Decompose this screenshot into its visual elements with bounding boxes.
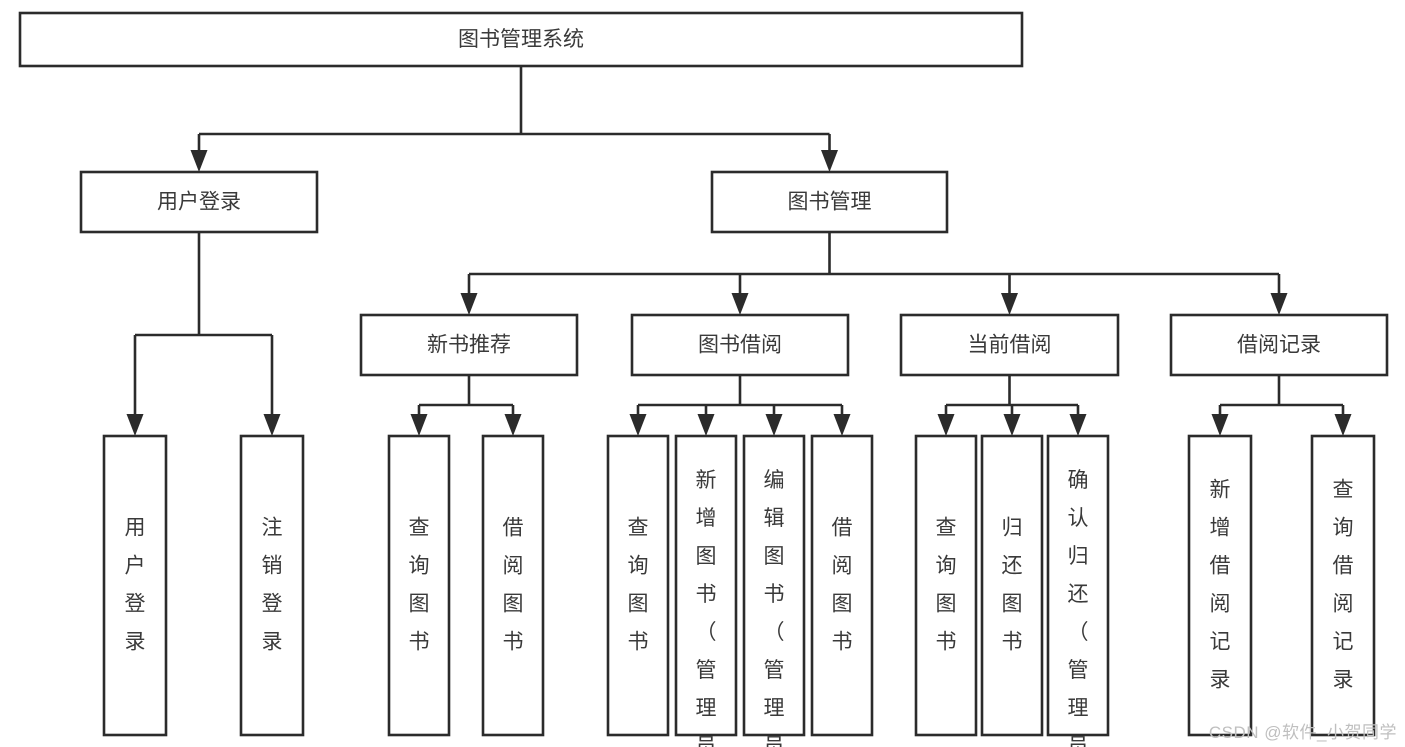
connector-group xyxy=(190,66,838,172)
node-box[interactable] xyxy=(18,11,1024,68)
node-label: 确认归还（管理员） xyxy=(1068,469,1089,747)
node-label: 用户登录 xyxy=(157,191,241,214)
diagram-node-current-borrow[interactable]: 当前借阅 xyxy=(899,313,1120,377)
diagram-node-leaf-borrow-book-2[interactable]: 借阅图书 xyxy=(810,434,874,737)
node-box[interactable] xyxy=(102,434,168,737)
diagram-node-leaf-confirm-return[interactable]: 确认归还（管理员） xyxy=(1046,434,1110,747)
connector-layer xyxy=(126,66,1352,436)
node-label: 新书推荐 xyxy=(427,334,511,357)
node-box[interactable] xyxy=(742,434,806,737)
node-box[interactable] xyxy=(239,434,305,737)
arrow-head-icon xyxy=(821,150,838,172)
node-label: 新增借阅记录 xyxy=(1210,478,1231,691)
node-label: 归还图书 xyxy=(1002,516,1023,653)
diagram-node-leaf-return-book[interactable]: 归还图书 xyxy=(980,434,1044,737)
node-box[interactable] xyxy=(606,434,670,737)
arrow-head-icon xyxy=(504,414,522,436)
arrow-head-icon xyxy=(1211,414,1229,436)
arrow-head-icon xyxy=(833,414,851,436)
node-box[interactable] xyxy=(630,313,850,377)
diagram-node-book-borrow[interactable]: 图书借阅 xyxy=(630,313,850,377)
diagram-node-new-book-recommend[interactable]: 新书推荐 xyxy=(359,313,579,377)
connector-group xyxy=(410,375,522,436)
node-label: 用户登录 xyxy=(125,516,146,653)
node-label: 注销登录 xyxy=(262,516,283,653)
node-label: 查询图书 xyxy=(409,516,430,653)
node-label: 查询借阅记录 xyxy=(1333,478,1354,691)
node-box[interactable] xyxy=(1169,313,1389,377)
node-box[interactable] xyxy=(359,313,579,377)
node-box[interactable] xyxy=(1310,434,1376,737)
node-box[interactable] xyxy=(1046,434,1110,737)
node-box[interactable] xyxy=(1187,434,1253,737)
arrow-head-icon xyxy=(1003,414,1021,436)
node-box[interactable] xyxy=(914,434,978,737)
diagram-node-user-login[interactable]: 用户登录 xyxy=(79,170,319,234)
connector-group xyxy=(629,375,851,436)
arrow-head-icon xyxy=(410,414,428,436)
arrow-head-icon xyxy=(697,414,715,436)
node-label: 图书借阅 xyxy=(698,334,782,357)
node-box[interactable] xyxy=(810,434,874,737)
arrow-head-icon xyxy=(263,414,281,436)
diagram-node-root[interactable]: 图书管理系统 xyxy=(18,11,1024,68)
diagram-node-leaf-query-book-1[interactable]: 查询图书 xyxy=(387,434,451,737)
diagram-node-leaf-query-book-2[interactable]: 查询图书 xyxy=(606,434,670,737)
node-label: 图书管理系统 xyxy=(458,28,584,51)
arrow-head-icon xyxy=(126,414,144,436)
node-label: 编辑图书（管理员） xyxy=(764,469,785,747)
node-box[interactable] xyxy=(79,170,319,234)
node-layer: 图书管理系统用户登录图书管理新书推荐图书借阅当前借阅借阅记录用户登录注销登录查询… xyxy=(18,11,1389,747)
node-label: 新增图书（管理员） xyxy=(696,469,717,747)
arrow-head-icon xyxy=(190,150,208,172)
node-box[interactable] xyxy=(387,434,451,737)
node-box[interactable] xyxy=(674,434,738,737)
arrow-head-icon xyxy=(1001,293,1018,315)
connector-group xyxy=(126,232,281,436)
diagram-node-leaf-edit-book[interactable]: 编辑图书（管理员） xyxy=(742,434,806,747)
diagram-node-leaf-add-book[interactable]: 新增图书（管理员） xyxy=(674,434,738,747)
arrow-head-icon xyxy=(1069,414,1087,436)
diagram-node-leaf-user-login[interactable]: 用户登录 xyxy=(102,434,168,737)
arrow-head-icon xyxy=(937,414,955,436)
arrow-head-icon xyxy=(765,414,783,436)
diagram-node-leaf-query-book-3[interactable]: 查询图书 xyxy=(914,434,978,737)
diagram-node-leaf-logout[interactable]: 注销登录 xyxy=(239,434,305,737)
diagram-node-book-manage[interactable]: 图书管理 xyxy=(710,170,949,234)
arrow-head-icon xyxy=(1270,293,1288,315)
node-label: 当前借阅 xyxy=(968,334,1052,357)
arrow-head-icon xyxy=(629,414,647,436)
diagram-node-borrow-record[interactable]: 借阅记录 xyxy=(1169,313,1389,377)
node-label: 查询图书 xyxy=(628,516,649,653)
node-label: 借阅图书 xyxy=(832,516,853,653)
connector-group xyxy=(460,232,1288,315)
node-box[interactable] xyxy=(980,434,1044,737)
arrow-head-icon xyxy=(1334,414,1352,436)
node-label: 借阅记录 xyxy=(1237,334,1321,357)
arrow-head-icon xyxy=(731,293,749,315)
node-box[interactable] xyxy=(899,313,1120,377)
node-box[interactable] xyxy=(481,434,545,737)
connector-group xyxy=(1211,375,1352,436)
node-label: 查询图书 xyxy=(936,516,957,653)
connector-group xyxy=(937,375,1087,436)
diagram-node-leaf-add-record[interactable]: 新增借阅记录 xyxy=(1187,434,1253,737)
diagram-node-leaf-query-record[interactable]: 查询借阅记录 xyxy=(1310,434,1376,737)
node-label: 图书管理 xyxy=(788,191,872,214)
diagram-node-leaf-borrow-book-1[interactable]: 借阅图书 xyxy=(481,434,545,737)
node-box[interactable] xyxy=(710,170,949,234)
arrow-head-icon xyxy=(460,293,478,315)
node-label: 借阅图书 xyxy=(503,516,524,653)
